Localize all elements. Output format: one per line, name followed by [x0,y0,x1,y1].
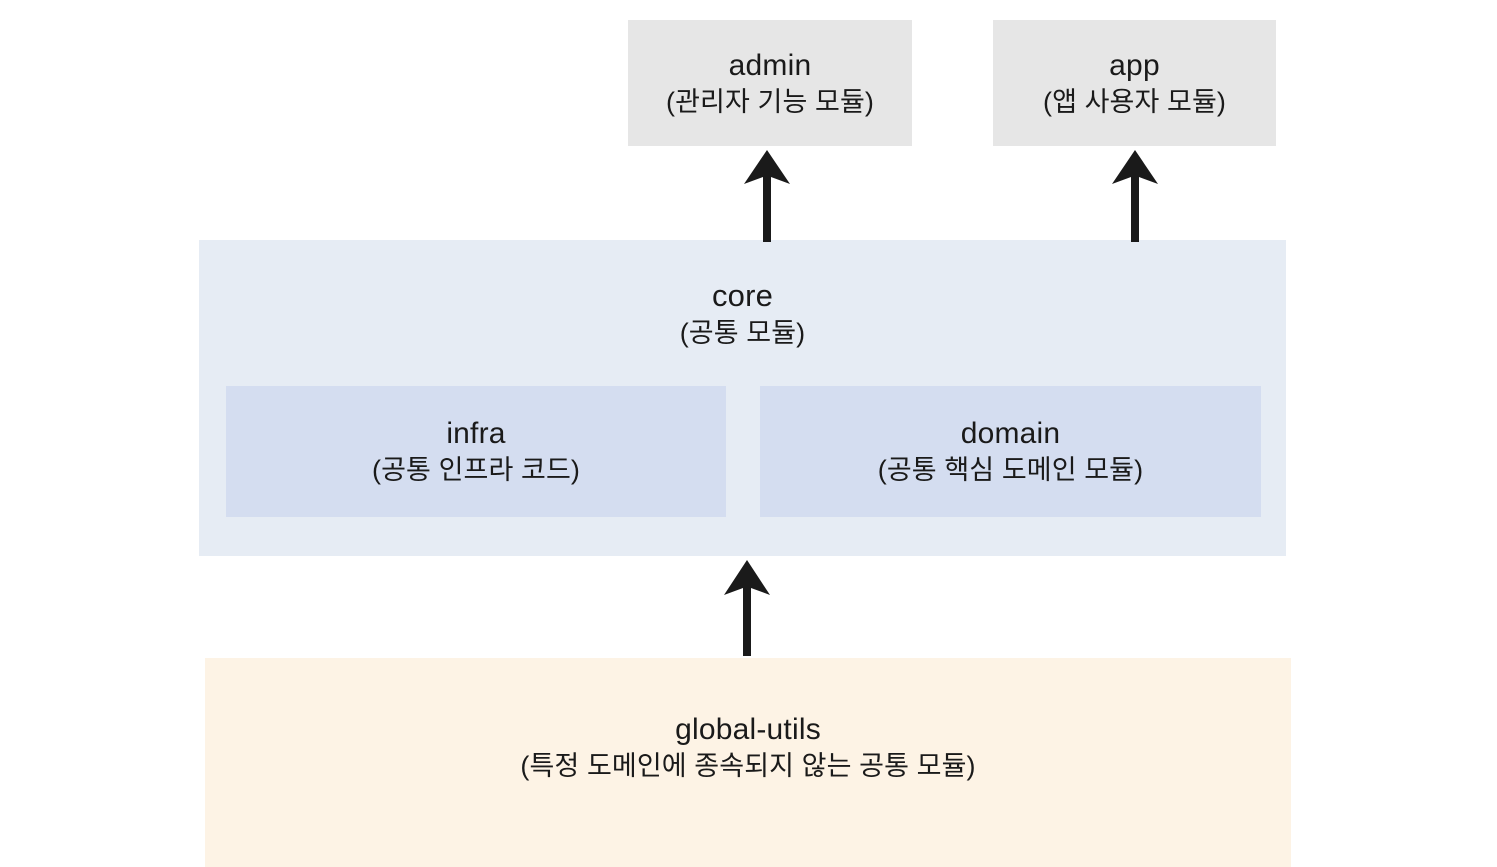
node-app-title: app [1109,48,1160,82]
arrow-up-icon-core-to-admin [735,150,799,242]
node-domain[interactable]: domain (공통 핵심 도메인 모듈) [760,386,1261,517]
arrow-up-icon-global-utils-to-core [715,560,779,656]
node-app[interactable]: app (앱 사용자 모듈) [993,20,1276,146]
node-global-utils[interactable]: global-utils (특정 도메인에 종속되지 않는 공통 모듈) [205,658,1291,867]
node-core-subtitle: (공통 모듈) [679,318,806,349]
arrow-up-icon-core-to-app [1103,150,1167,242]
node-domain-subtitle: (공통 핵심 도메인 모듈) [877,455,1144,486]
node-global-utils-title: global-utils [675,713,821,746]
node-admin-subtitle: (관리자 기능 모듈) [666,86,874,117]
node-admin-title: admin [728,48,812,82]
node-admin[interactable]: admin (관리자 기능 모듈) [628,20,912,146]
node-infra[interactable]: infra (공통 인프라 코드) [226,386,726,517]
node-core-title: core [711,278,774,313]
node-app-subtitle: (앱 사용자 모듈) [1042,86,1227,117]
node-infra-subtitle: (공통 인프라 코드) [372,455,580,486]
node-global-utils-subtitle: (특정 도메인에 종속되지 않는 공통 모듈) [520,751,976,781]
node-domain-title: domain [960,417,1061,451]
node-infra-title: infra [446,417,506,451]
